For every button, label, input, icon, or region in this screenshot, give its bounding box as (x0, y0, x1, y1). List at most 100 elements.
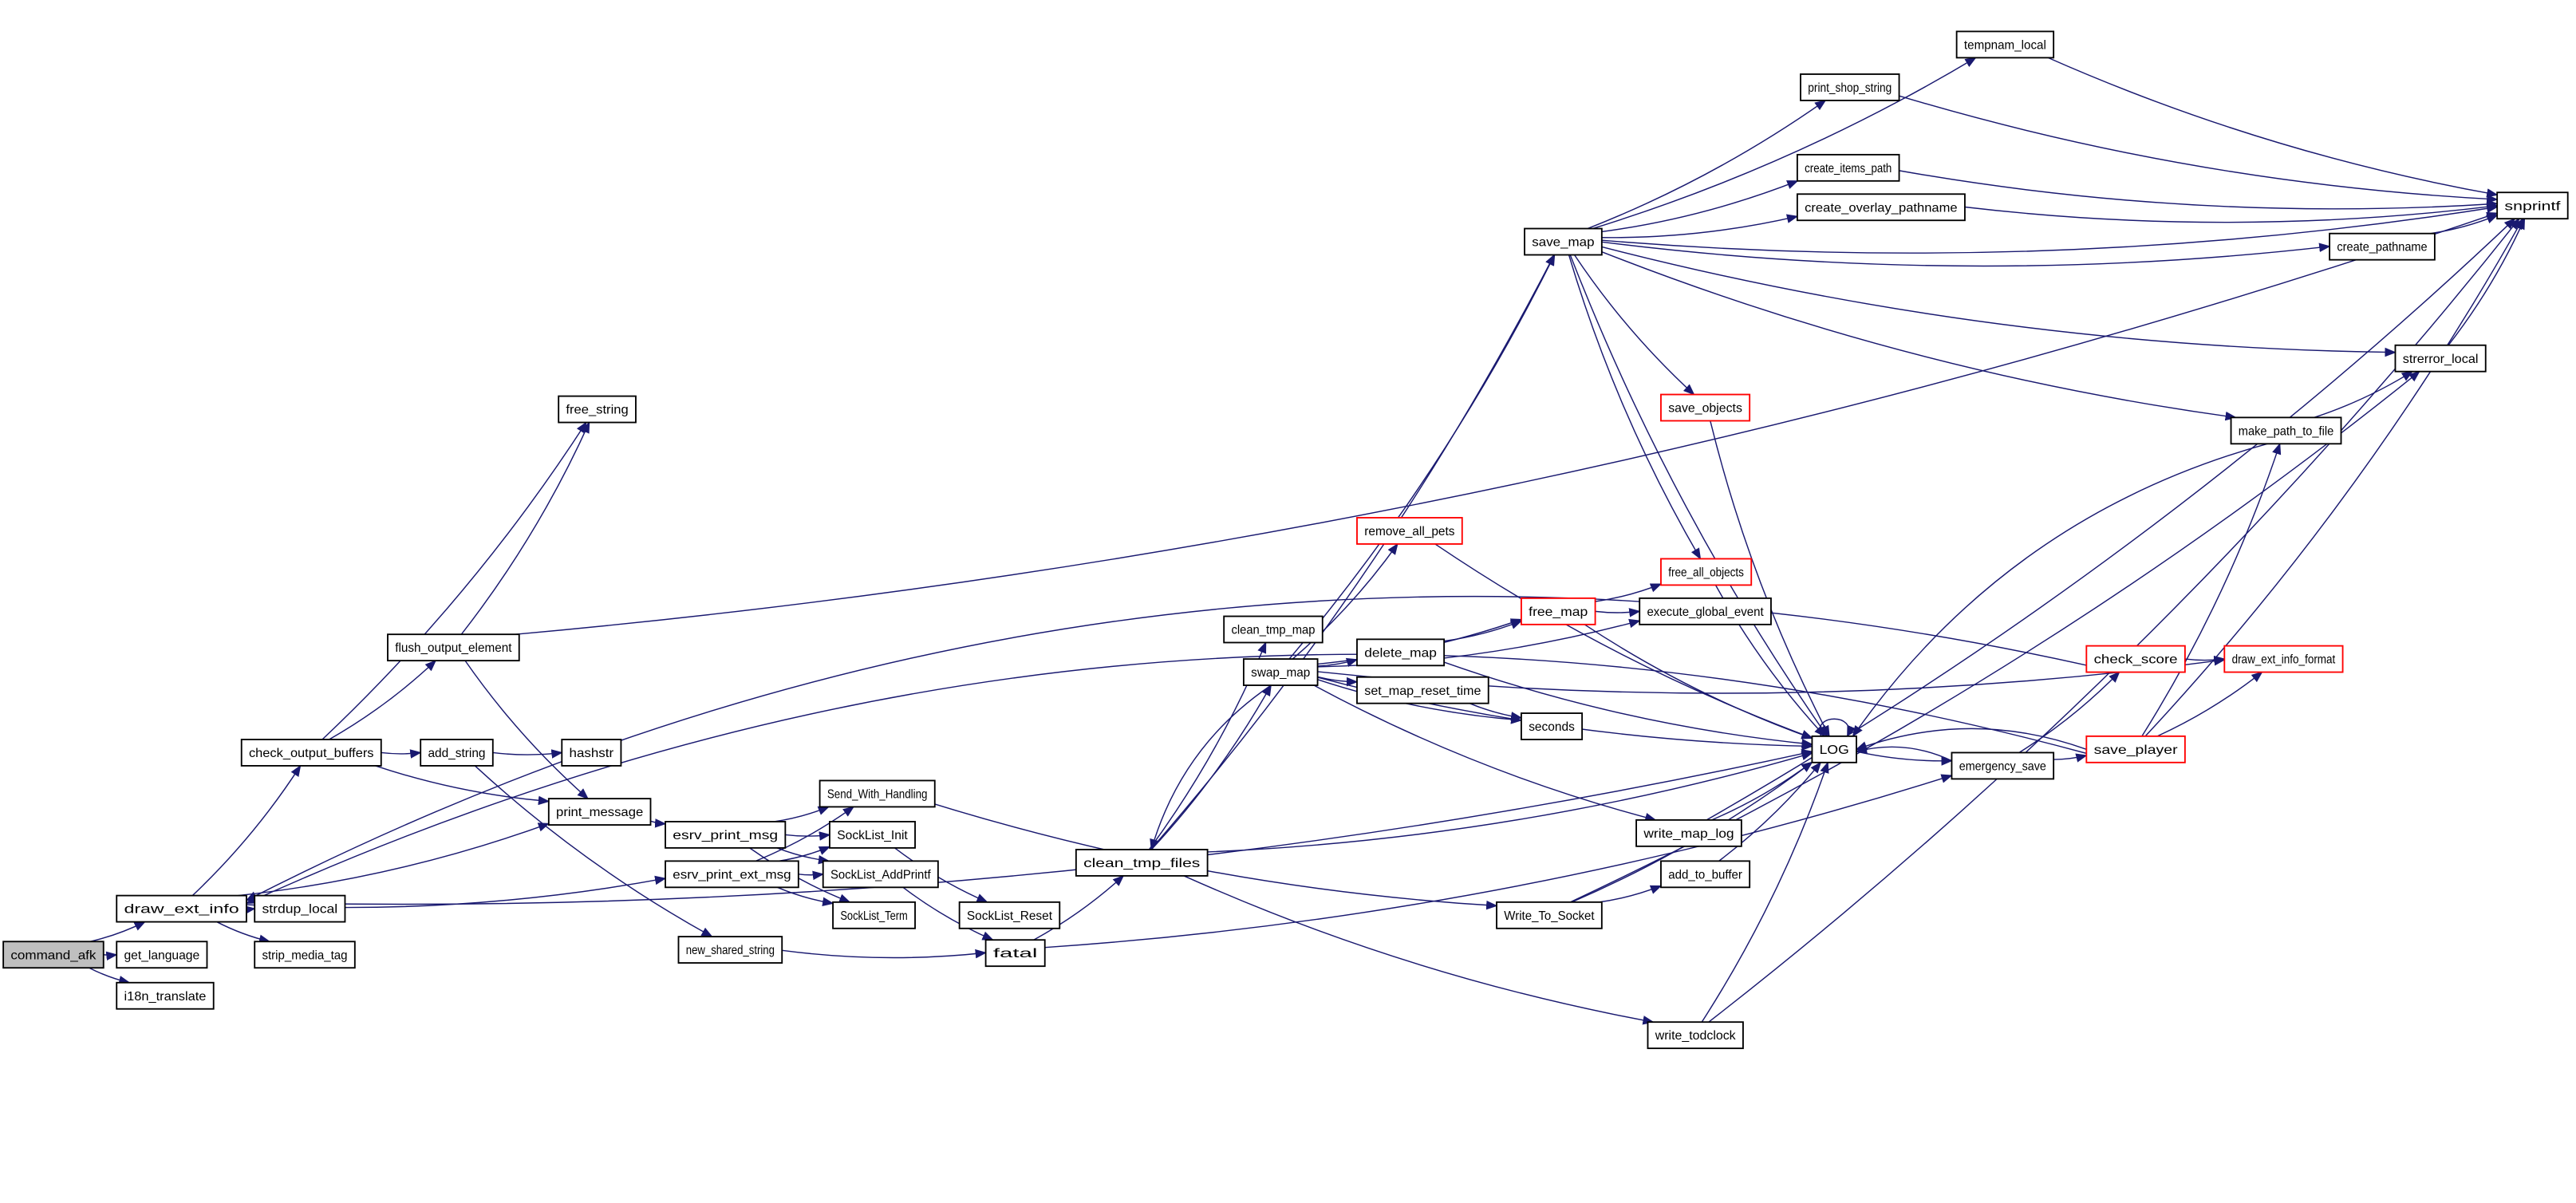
node-flush_output_element[interactable]: flush_output_element (387, 633, 520, 662)
node-box[interactable] (2, 941, 105, 969)
node-box[interactable] (1524, 227, 1603, 256)
node-box[interactable] (1796, 153, 1900, 182)
node-strdup_local[interactable]: strdup_local (254, 894, 346, 923)
node-new_shared_string[interactable]: new_shared_string (677, 936, 783, 964)
node-fatal[interactable]: fatal (984, 939, 1046, 968)
node-box[interactable] (1356, 638, 1446, 667)
node-box[interactable] (254, 941, 356, 969)
node-box[interactable] (2230, 416, 2342, 445)
node-Write_To_Socket[interactable]: Write_To_Socket (1496, 901, 1603, 929)
node-create_overlay_pathname[interactable]: create_overlay_pathname (1796, 193, 1966, 222)
node-box[interactable] (665, 821, 787, 849)
node-print_shop_string[interactable]: print_shop_string (1800, 73, 1900, 101)
node-box[interactable] (1356, 676, 1489, 704)
node-box[interactable] (1075, 849, 1209, 877)
node-box[interactable] (984, 939, 1046, 968)
node-box[interactable] (1223, 615, 1324, 644)
node-box[interactable] (420, 739, 494, 767)
node-Send_With_Handling[interactable]: Send_With_Handling (819, 779, 936, 808)
node-box[interactable] (116, 894, 247, 923)
node-free_map[interactable]: free_map (1520, 597, 1596, 625)
node-box[interactable] (2496, 191, 2569, 220)
node-box[interactable] (677, 936, 783, 964)
node-hashstr[interactable]: hashstr (561, 739, 622, 767)
node-box[interactable] (2085, 645, 2186, 673)
node-remove_all_pets[interactable]: remove_all_pets (1356, 517, 1463, 545)
node-SockList_Reset[interactable]: SockList_Reset (958, 901, 1061, 929)
node-free_all_objects[interactable]: free_all_objects (1660, 558, 1753, 586)
node-box[interactable] (1520, 712, 1584, 740)
node-box[interactable] (2223, 645, 2344, 673)
node-save_player[interactable]: save_player (2085, 735, 2186, 763)
node-box[interactable] (387, 633, 520, 662)
node-box[interactable] (1796, 193, 1966, 222)
node-print_message[interactable]: print_message (547, 798, 652, 826)
node-box[interactable] (1800, 73, 1900, 101)
node-add_to_buffer[interactable]: add_to_buffer (1660, 860, 1751, 889)
node-box[interactable] (1635, 818, 1742, 847)
node-SockList_Init[interactable]: SockList_Init (829, 821, 916, 849)
node-box[interactable] (832, 901, 916, 929)
node-box[interactable] (665, 860, 799, 889)
node-tempnam_local[interactable]: tempnam_local (1955, 30, 2055, 59)
node-strerror_local[interactable]: strerror_local (2394, 344, 2487, 373)
node-box[interactable] (1356, 517, 1463, 545)
node-box[interactable] (547, 798, 652, 826)
node-create_pathname[interactable]: create_pathname (2329, 232, 2436, 261)
node-make_path_to_file[interactable]: make_path_to_file (2230, 416, 2342, 445)
node-create_items_path[interactable]: create_items_path (1796, 153, 1900, 182)
node-clean_tmp_files[interactable]: clean_tmp_files (1075, 849, 1209, 877)
node-save_map[interactable]: save_map (1524, 227, 1603, 256)
node-box[interactable] (1520, 597, 1596, 625)
node-clean_tmp_map[interactable]: clean_tmp_map (1223, 615, 1324, 644)
node-check_output_buffers[interactable]: check_output_buffers (240, 739, 382, 767)
node-box[interactable] (2394, 344, 2487, 373)
node-box[interactable] (240, 739, 382, 767)
node-free_string[interactable]: free_string (558, 395, 637, 424)
node-delete_map[interactable]: delete_map (1356, 638, 1446, 667)
node-box[interactable] (1496, 901, 1603, 929)
node-set_map_reset_time[interactable]: set_map_reset_time (1356, 676, 1489, 704)
node-save_objects[interactable]: save_objects (1660, 393, 1751, 422)
node-box[interactable] (1811, 735, 1857, 763)
node-write_map_log[interactable]: write_map_log (1635, 818, 1742, 847)
node-draw_ext_info_format[interactable]: draw_ext_info_format (2223, 645, 2344, 673)
node-box[interactable] (1660, 393, 1751, 422)
node-command_afk[interactable]: command_afk (2, 941, 105, 969)
node-box[interactable] (116, 941, 208, 969)
node-add_string[interactable]: add_string (420, 739, 494, 767)
node-box[interactable] (1951, 751, 2055, 780)
node-SockList_AddPrintf[interactable]: SockList_AddPrintf (822, 860, 939, 889)
node-write_todclock[interactable]: write_todclock (1647, 1021, 1744, 1050)
node-swap_map[interactable]: swap_map (1242, 658, 1319, 686)
node-esrv_print_msg[interactable]: esrv_print_msg (665, 821, 787, 849)
node-box[interactable] (1639, 597, 1772, 625)
node-execute_global_event[interactable]: execute_global_event (1639, 597, 1772, 625)
node-box[interactable] (1660, 558, 1753, 586)
node-esrv_print_ext_msg[interactable]: esrv_print_ext_msg (665, 860, 799, 889)
node-box[interactable] (2329, 232, 2436, 261)
node-box[interactable] (254, 894, 346, 923)
node-strip_media_tag[interactable]: strip_media_tag (254, 941, 356, 969)
node-box[interactable] (819, 779, 936, 808)
node-get_language[interactable]: get_language (116, 941, 208, 969)
node-box[interactable] (958, 901, 1061, 929)
node-box[interactable] (558, 395, 637, 424)
node-box[interactable] (1955, 30, 2055, 59)
node-LOG[interactable]: LOG (1811, 735, 1857, 763)
node-box[interactable] (829, 821, 916, 849)
node-box[interactable] (116, 981, 215, 1010)
node-i18n_translate[interactable]: i18n_translate (116, 981, 215, 1010)
node-box[interactable] (1242, 658, 1319, 686)
node-box[interactable] (2085, 735, 2186, 763)
node-box[interactable] (1660, 860, 1751, 889)
node-check_score[interactable]: check_score (2085, 645, 2186, 673)
node-seconds[interactable]: seconds (1520, 712, 1584, 740)
node-box[interactable] (822, 860, 939, 889)
node-SockList_Term[interactable]: SockList_Term (832, 901, 916, 929)
node-draw_ext_info[interactable]: draw_ext_info (116, 894, 247, 923)
node-snprintf[interactable]: snprintf (2496, 191, 2569, 220)
node-box[interactable] (1647, 1021, 1744, 1050)
node-emergency_save[interactable]: emergency_save (1951, 751, 2055, 780)
node-box[interactable] (561, 739, 622, 767)
